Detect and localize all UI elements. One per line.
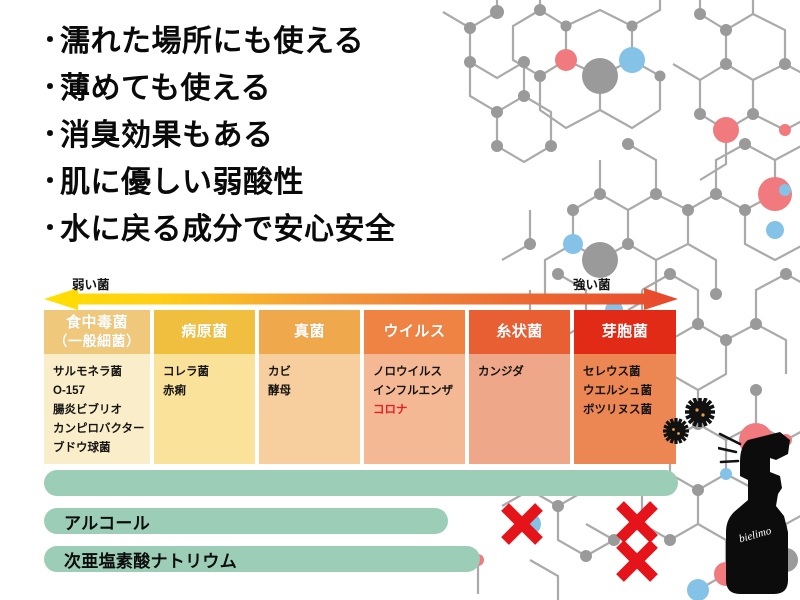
bullet-item: ・ 濡れた場所にも使える xyxy=(38,18,488,65)
bullet-text: 消臭効果もある xyxy=(60,119,274,152)
bullet-text: 濡れた場所にも使える xyxy=(60,25,365,58)
column-header: 真菌 xyxy=(259,310,360,354)
pathogen-item: インフルエンザ xyxy=(373,385,454,397)
pathogen-item: 酵母 xyxy=(268,385,291,397)
pathogen-item: セレウス菌 xyxy=(583,366,641,378)
column-header: 糸状菌 xyxy=(469,310,570,354)
bullet-text: 水に戻る成分で安心安全 xyxy=(60,213,396,246)
spray-bottle-product: bielimo xyxy=(718,432,790,594)
pathogen-item: O-157 xyxy=(53,385,85,397)
bullet-text: 薄めても使える xyxy=(60,72,272,105)
column-header-title: 芽胞菌 xyxy=(601,323,649,340)
pathogen-item: ノロウイルス xyxy=(373,366,442,378)
bullet-item: ・ 薄めても使える xyxy=(38,65,488,112)
column-header-subtitle: （一般細菌） xyxy=(53,333,141,349)
pathogen-item: カビ xyxy=(268,366,291,378)
efficacy-bar-label: アルコール xyxy=(64,513,150,533)
cross-mark-icon xyxy=(616,501,658,543)
pathogen-item: 赤痢 xyxy=(163,385,186,397)
pathogen-item: サルモネラ菌 xyxy=(53,366,122,378)
table-column-spore-forming-bacteria: 芽胞菌 セレウス菌ウエルシュ菌ボツリヌス菌 xyxy=(574,310,676,464)
cross-mark-icon xyxy=(501,503,543,545)
column-header-title: 真菌 xyxy=(293,323,325,340)
column-header: 芽胞菌 xyxy=(574,310,676,354)
strength-scale-arrow: 弱い菌 強い菌 xyxy=(44,278,678,310)
table-column-pathogenic-bacteria: 病原菌 コレラ菌赤痢 xyxy=(154,310,255,464)
column-header-title: ウイルス xyxy=(383,323,446,340)
column-header: ウイルス xyxy=(364,310,465,354)
cross-mark-icon xyxy=(616,540,658,582)
pathogen-item: ウエルシュ菌 xyxy=(583,385,652,397)
column-header-title: 食中毒菌 xyxy=(65,314,128,331)
bullet-item: ・ 消臭効果もある xyxy=(38,112,488,159)
bullet-marker-icon: ・ xyxy=(38,169,63,195)
bullet-item: ・ 水に戻る成分で安心安全 xyxy=(38,206,488,253)
bullet-marker-icon: ・ xyxy=(38,75,63,101)
efficacy-bar-alcohol: アルコール xyxy=(44,508,448,534)
table-column-filamentous-fungi: 糸状菌 カンジダ xyxy=(469,310,570,464)
bullet-marker-icon: ・ xyxy=(38,28,63,54)
efficacy-bar-label: 次亜塩素酸ナトリウム xyxy=(64,551,237,571)
bullet-marker-icon: ・ xyxy=(38,122,63,148)
pathogen-item: カンジダ xyxy=(478,366,524,378)
bullet-marker-icon: ・ xyxy=(38,216,63,242)
column-body: カビ酵母 xyxy=(259,354,360,464)
column-body: セレウス菌ウエルシュ菌ボツリヌス菌 xyxy=(574,354,676,464)
pathogen-item: ボツリヌス菌 xyxy=(583,404,652,416)
column-header: 病原菌 xyxy=(154,310,255,354)
column-header: 食中毒菌 （一般細菌） xyxy=(44,310,150,354)
bullet-item: ・ 肌に優しい弱酸性 xyxy=(38,159,488,206)
table-column-fungi: 真菌 カビ酵母 xyxy=(259,310,360,464)
pathogen-category-table: 食中毒菌 （一般細菌） サルモネラ菌 O-157 腸炎ビブリオカンピロバクターブドウ… xyxy=(44,310,678,464)
table-column-food-poisoning: 食中毒菌 （一般細菌） サルモネラ菌 O-157 腸炎ビブリオカンピロバクターブドウ… xyxy=(44,310,150,464)
efficacy-bar-sodium-hypochlorite: 次亜塩素酸ナトリウム xyxy=(44,546,480,572)
column-header-title: 糸状菌 xyxy=(496,323,543,340)
germ-virus-icons xyxy=(663,398,715,444)
pathogen-item: カンピロバクター xyxy=(53,423,145,435)
feature-bullet-list: ・ 濡れた場所にも使える ・ 薄めても使える ・ 消臭効果もある ・ 肌に優しい… xyxy=(38,18,488,253)
arrow-label-weak: 弱い菌 xyxy=(72,278,110,292)
column-body: ノロウイルスインフルエンザコロナ xyxy=(364,354,465,464)
efficacy-bar-product xyxy=(44,470,678,496)
table-column-virus: ウイルス ノロウイルスインフルエンザコロナ xyxy=(364,310,465,464)
arrow-label-strong: 強い菌 xyxy=(573,278,611,292)
column-body: カンジダ xyxy=(469,354,570,464)
pathogen-item: コロナ xyxy=(373,404,408,416)
pathogen-item: 腸炎ビブリオ xyxy=(53,404,122,416)
column-body: サルモネラ菌 O-157 腸炎ビブリオカンピロバクターブドウ球菌 xyxy=(44,354,150,464)
bullet-text: 肌に優しい弱酸性 xyxy=(60,166,304,199)
pathogen-item: コレラ菌 xyxy=(163,366,209,378)
column-body: コレラ菌赤痢 xyxy=(154,354,255,464)
column-header-title: 病原菌 xyxy=(181,323,228,340)
pathogen-item: ブドウ球菌 xyxy=(53,442,111,454)
